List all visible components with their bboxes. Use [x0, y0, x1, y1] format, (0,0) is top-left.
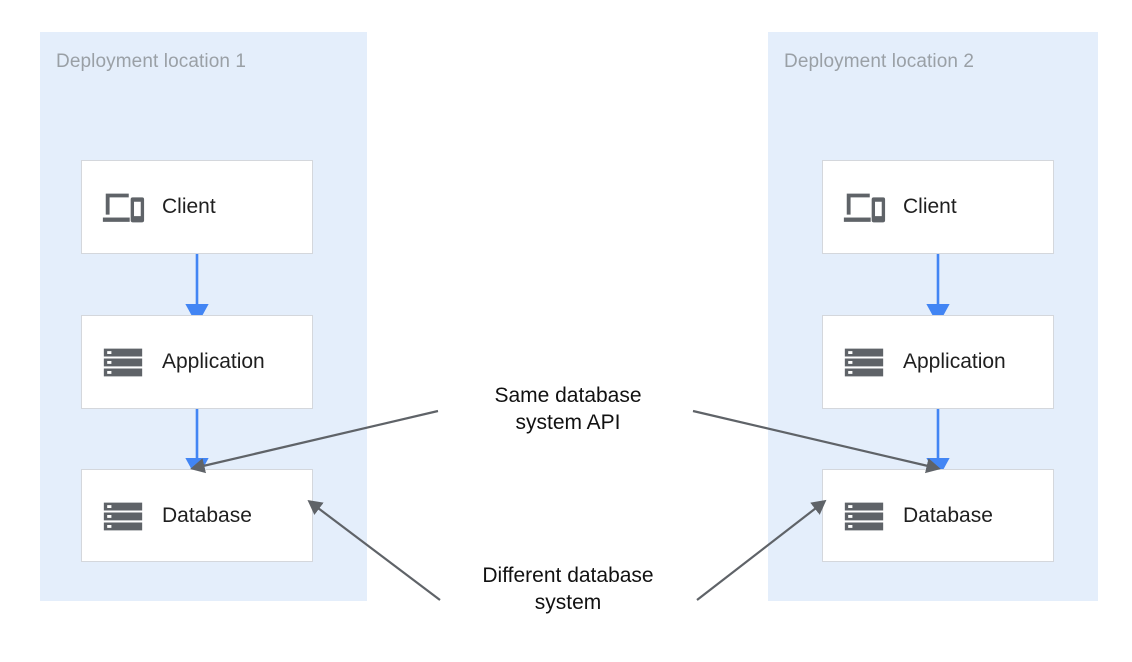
node-client-2[interactable]: Client	[822, 160, 1054, 254]
node-database-1[interactable]: Database	[81, 469, 313, 562]
server-icon	[844, 348, 884, 377]
node-database-2-label: Database	[903, 503, 993, 527]
node-database-1-label: Database	[162, 503, 252, 527]
node-client-1[interactable]: Client	[81, 160, 313, 254]
server-icon	[844, 502, 884, 530]
node-client-1-label: Client	[162, 195, 216, 218]
node-application-1-label: Application	[162, 350, 265, 373]
node-application-2-label: Application	[903, 350, 1006, 373]
deployment-location-1-title: Deployment location 1	[56, 51, 247, 72]
node-database-2[interactable]: Database	[822, 469, 1054, 562]
node-application-2[interactable]: Application	[822, 315, 1054, 409]
server-icon	[103, 502, 143, 530]
devices-icon	[102, 193, 145, 223]
server-icon	[103, 348, 143, 377]
node-application-1[interactable]: Application	[81, 315, 313, 409]
node-client-2-label: Client	[903, 195, 957, 218]
annotation-different-database-system: Different database system	[482, 564, 654, 614]
deployment-location-2-title: Deployment location 2	[784, 51, 975, 72]
devices-icon	[843, 193, 886, 223]
annotation-same-database-system-api: Same database system API	[494, 384, 642, 434]
